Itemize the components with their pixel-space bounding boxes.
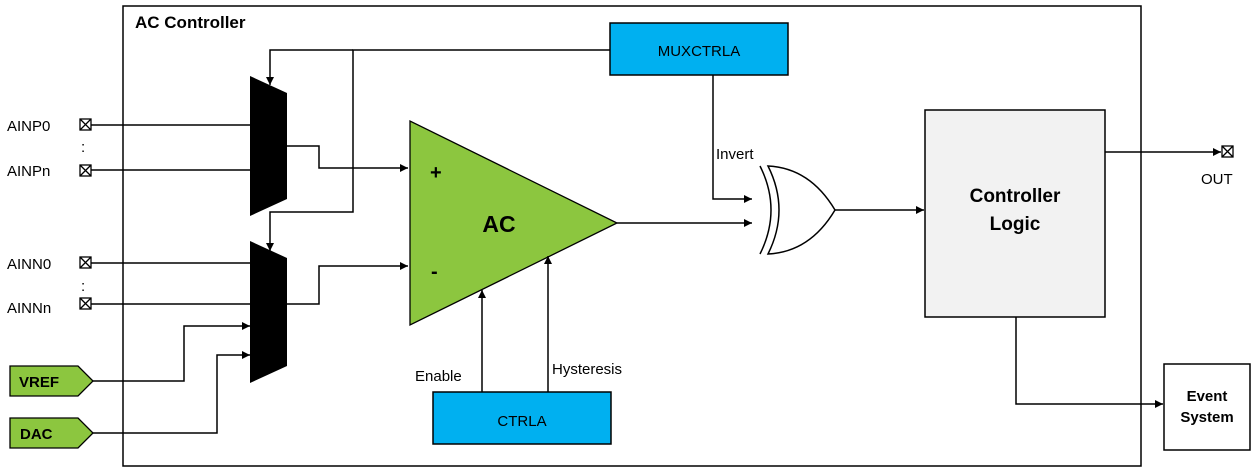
ainn0-label: AINN0 [7, 256, 51, 273]
mux-select-positive-wire [266, 49, 353, 85]
vref-wire [93, 322, 250, 382]
comparator-minus: - [431, 261, 438, 283]
ctrla-register [432, 391, 612, 445]
controller-logic-line2: Logic [990, 214, 1041, 235]
controller-logic-block [924, 109, 1106, 318]
muxctrla-label: MUXCTRLA [658, 43, 741, 60]
ctrla-label: CTRLA [497, 413, 546, 430]
vref-label: VREF [19, 374, 59, 391]
dac-tag [9, 417, 94, 449]
comparator-plus: + [430, 162, 442, 184]
xor-gate [759, 165, 836, 255]
comparator-label: AC [482, 211, 515, 237]
controller-title: AC Controller [135, 13, 246, 32]
event-system-block [1163, 363, 1251, 451]
event-system-line1: Event [1187, 388, 1228, 405]
ainpn-pin-icon [79, 164, 92, 177]
enable-label: Enable [415, 368, 462, 385]
vref-tag [9, 365, 94, 397]
positive-mux-output-wire [287, 145, 408, 172]
controller-logic-line1: Controller [970, 186, 1061, 207]
ac-comparator [409, 119, 619, 327]
invert-wire [712, 75, 752, 203]
event-system-line2: System [1180, 409, 1233, 426]
positive-mux [250, 76, 287, 216]
event-system-wire [1015, 317, 1163, 408]
negative-mux [250, 241, 287, 383]
ainp-dots: : [81, 139, 85, 156]
out-pin-icon [1221, 145, 1234, 158]
ainn-dots: : [81, 278, 85, 295]
ainnn-label: AINNn [7, 300, 51, 317]
invert-label: Invert [716, 146, 754, 163]
muxctrla-register [609, 22, 789, 76]
out-label: OUT [1201, 171, 1233, 188]
dac-wire [93, 351, 250, 434]
ainpn-label: AINPn [7, 163, 50, 180]
negative-mux-output-wire [287, 262, 408, 305]
hysteresis-label: Hysteresis [552, 361, 622, 378]
dac-label: DAC [20, 426, 53, 443]
mux-select-negative-wire [266, 49, 610, 251]
ainp0-pin-icon [79, 118, 92, 131]
ainnn-pin-icon [79, 297, 92, 310]
ainp0-label: AINP0 [7, 118, 50, 135]
ainn0-pin-icon [79, 256, 92, 269]
